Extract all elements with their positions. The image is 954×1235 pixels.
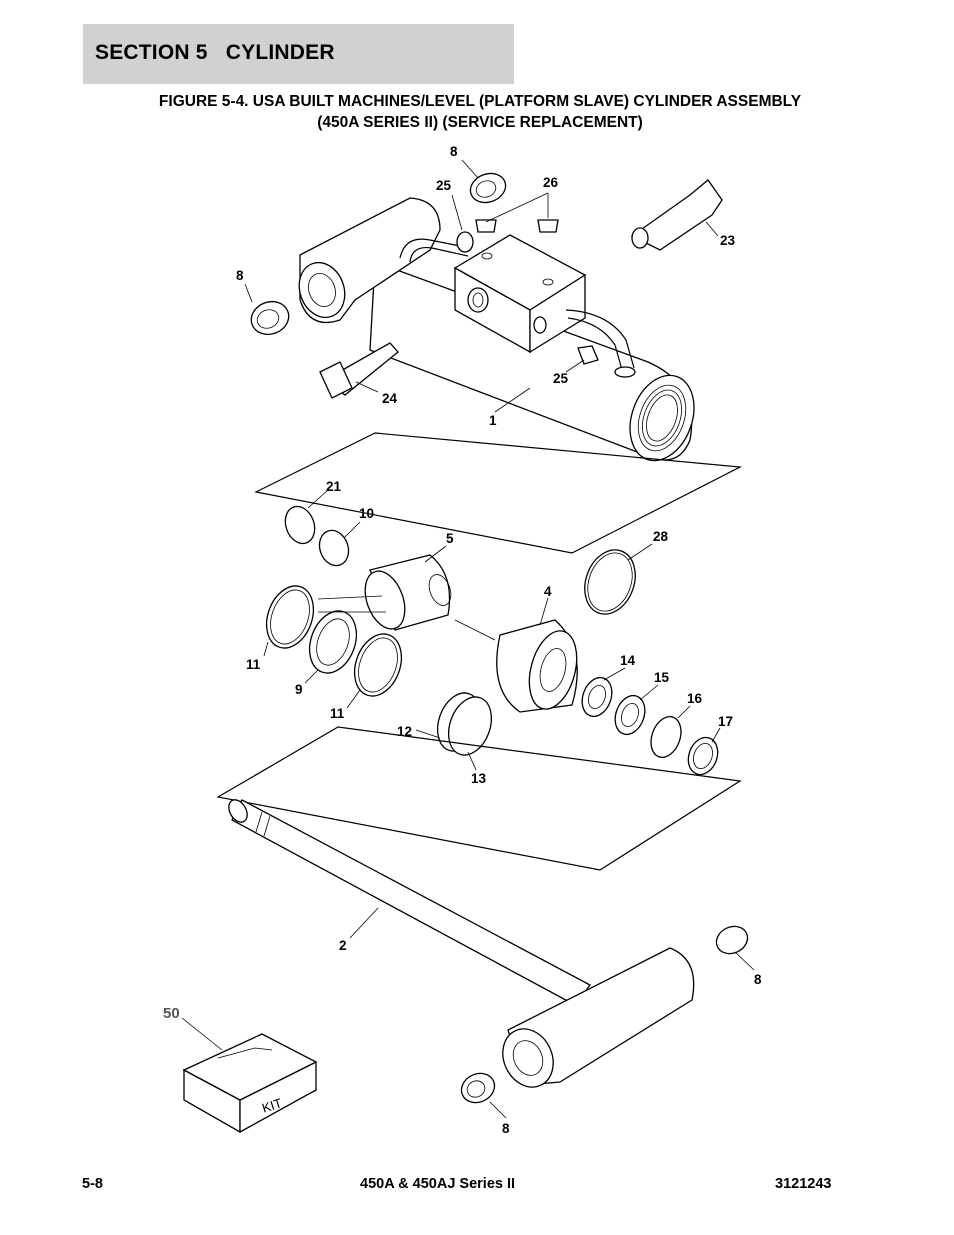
footer-doc-number: 3121243 — [775, 1176, 832, 1192]
callout-11-mid: 11 — [330, 706, 345, 721]
section-header: SECTION 5 CYLINDER — [83, 24, 514, 84]
callout-25-top: 25 — [436, 178, 452, 193]
cylinder-rod — [228, 799, 749, 1104]
footer-page-number: 5-8 — [82, 1176, 103, 1192]
callout-21: 21 — [326, 479, 342, 494]
callout-9: 9 — [295, 682, 303, 697]
figure-title-line2: (450A SERIES II) (SERVICE REPLACEMENT) — [317, 114, 643, 131]
figure-title: FIGURE 5-4. USA BUILT MACHINES/LEVEL (PL… — [50, 91, 910, 133]
callout-2: 2 — [339, 938, 347, 953]
callout-5: 5 — [446, 531, 454, 546]
callout-15: 15 — [654, 670, 670, 685]
callout-8-rod-bottom: 8 — [502, 1121, 510, 1136]
piston-parts — [265, 505, 719, 776]
callout-50: 50 — [163, 1005, 180, 1022]
callout-23: 23 — [720, 233, 736, 248]
callout-1: 1 — [489, 413, 497, 428]
callout-8-rod-right: 8 — [754, 972, 762, 987]
footer-model: 450A & 450AJ Series II — [360, 1176, 516, 1192]
callout-4: 4 — [544, 584, 552, 599]
leader-lines — [181, 159, 755, 1119]
explode-plane-upper — [254, 432, 743, 554]
cylinder-barrel — [298, 197, 695, 462]
callout-28: 28 — [653, 529, 669, 544]
callout-12: 12 — [397, 724, 412, 739]
callout-8-top: 8 — [450, 144, 458, 159]
callout-10: 10 — [359, 506, 374, 521]
callout-17: 17 — [718, 714, 733, 729]
callout-24: 24 — [382, 391, 398, 406]
barrel-fittings — [250, 172, 723, 399]
explode-plane-lower — [216, 726, 742, 871]
kit-box: KIT — [182, 1033, 318, 1134]
kit-label: KIT — [260, 1095, 284, 1116]
section-title: SECTION 5 CYLINDER — [95, 41, 335, 64]
callout-14: 14 — [620, 653, 636, 668]
callout-8-left: 8 — [236, 268, 244, 283]
callout-13: 13 — [471, 771, 487, 786]
callout-25-mid: 25 — [553, 371, 569, 386]
callouts: 8 25 26 23 8 24 25 1 21 10 5 28 4 11 9 1… — [163, 144, 762, 1136]
figure-title-line1: FIGURE 5-4. USA BUILT MACHINES/LEVEL (PL… — [158, 93, 802, 110]
callout-16: 16 — [687, 691, 703, 706]
callout-11-left: 11 — [246, 657, 261, 672]
callout-26: 26 — [543, 175, 559, 190]
